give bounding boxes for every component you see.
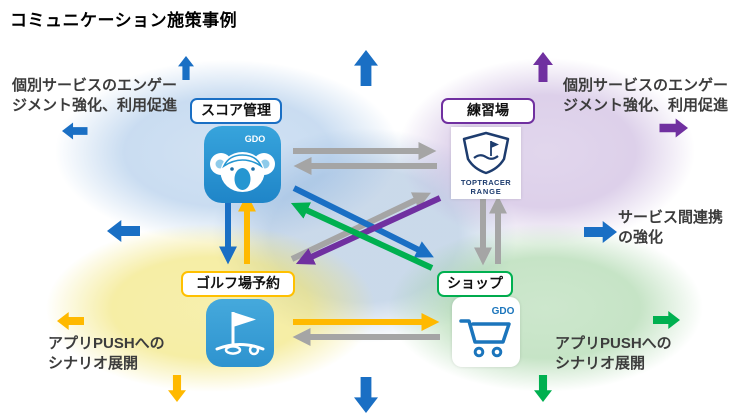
- outer-arrow-left-bottom-icon: [57, 312, 84, 330]
- badge-score-management: スコア管理: [190, 98, 282, 124]
- outer-arrow-down-golf-icon: [168, 375, 186, 402]
- koala-icon: GDO: [210, 134, 275, 192]
- annotation-line: ジメント強化、利用促進: [563, 97, 729, 114]
- annotation-line: の強化: [618, 229, 664, 246]
- badge-shop: ショップ: [437, 271, 513, 297]
- outer-arrow-up-score-icon: [178, 56, 194, 80]
- arrow-range-to-golf-icon: [295, 195, 442, 265]
- outer-arrow-right-middle-icon: [584, 221, 617, 243]
- annotation-mid-right: サービス間連携 の強化: [618, 208, 723, 248]
- badge-practice-range: 練習場: [441, 98, 535, 124]
- annotation-bottom-left: アプリPUSHへの シナリオ展開: [48, 334, 165, 374]
- golf-flag-icon: [215, 312, 265, 356]
- annotation-line: アプリPUSHへの: [555, 335, 672, 352]
- score-app-icon: GDO: [204, 126, 281, 203]
- annotation-line: シナリオ展開: [555, 355, 646, 372]
- badge-golf-reservation: ゴルフ場予約: [181, 271, 295, 297]
- shop-app-brand-text: GDO: [492, 306, 515, 317]
- outer-arrow-down-center-icon: [354, 377, 378, 413]
- annotation-line: アプリPUSHへの: [48, 335, 165, 352]
- annotation-top-left: 個別サービスのエンゲー ジメント強化、利用促進: [12, 76, 177, 116]
- outer-arrow-left-top-icon: [62, 122, 88, 140]
- page-title: コミュニケーション施策事例: [10, 11, 238, 30]
- shop-app-icon: GDO: [452, 297, 520, 367]
- toptracer-range-icon: TOPTRACER RANGE: [451, 127, 521, 199]
- toptracer-shield-icon: TOPTRACER RANGE: [461, 131, 511, 196]
- annotation-bottom-right: アプリPUSHへの シナリオ展開: [555, 334, 672, 374]
- outer-arrow-right-top-icon: [659, 118, 688, 138]
- annotation-line: シナリオ展開: [48, 355, 139, 372]
- outer-arrow-up-range-icon: [533, 52, 553, 82]
- annotation-line: 個別サービスのエンゲー: [563, 77, 729, 94]
- annotation-top-right: 個別サービスのエンゲー ジメント強化、利用促進: [563, 76, 728, 116]
- toptracer-text: TOPTRACER: [461, 178, 511, 187]
- outer-arrow-left-middle-icon: [107, 220, 140, 242]
- score-app-brand-text: GDO: [245, 134, 266, 144]
- arrow-score-to-shop-icon: [292, 185, 434, 258]
- ellipse-range: [398, 58, 695, 245]
- annotation-line: ジメント強化、利用促進: [12, 97, 178, 114]
- outer-arrow-down-shop-icon: [534, 375, 552, 402]
- annotation-line: 個別サービスのエンゲー: [12, 77, 178, 94]
- ellipse-shop: [388, 224, 703, 392]
- annotation-line: サービス間連携: [618, 209, 724, 226]
- golf-reservation-icon: [206, 299, 274, 367]
- range-text: RANGE: [470, 187, 501, 196]
- outer-arrow-up-center-icon: [354, 50, 378, 86]
- arrow-shop-to-score-icon: [290, 202, 434, 271]
- cart-icon: GDO: [459, 306, 515, 358]
- outer-arrow-right-bottom-icon: [653, 311, 680, 329]
